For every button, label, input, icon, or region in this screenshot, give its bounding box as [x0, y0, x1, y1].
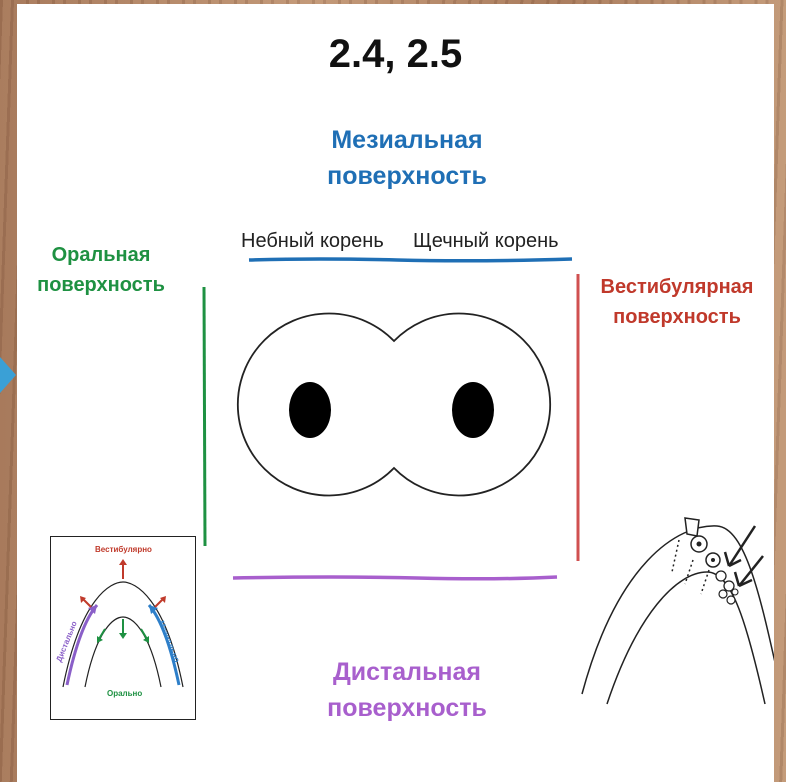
- side-arrow-tab[interactable]: [0, 357, 16, 393]
- mesial-line: [249, 259, 572, 261]
- palatal-canal: [289, 382, 331, 438]
- root-cross-section-outline: [238, 314, 550, 496]
- orientation-inset: Вестибулярно Орально Дистально Мезиально: [50, 536, 196, 720]
- inset-label-vestibular: Вестибулярно: [95, 545, 152, 554]
- oral-line: [204, 287, 205, 546]
- arch-sketch: [582, 518, 774, 704]
- slide-panel: 2.4, 2.5 Мезиальная поверхность Оральная…: [17, 4, 774, 782]
- buccal-canal: [452, 382, 494, 438]
- inset-label-oral: Орально: [107, 689, 142, 698]
- distal-line: [233, 577, 557, 579]
